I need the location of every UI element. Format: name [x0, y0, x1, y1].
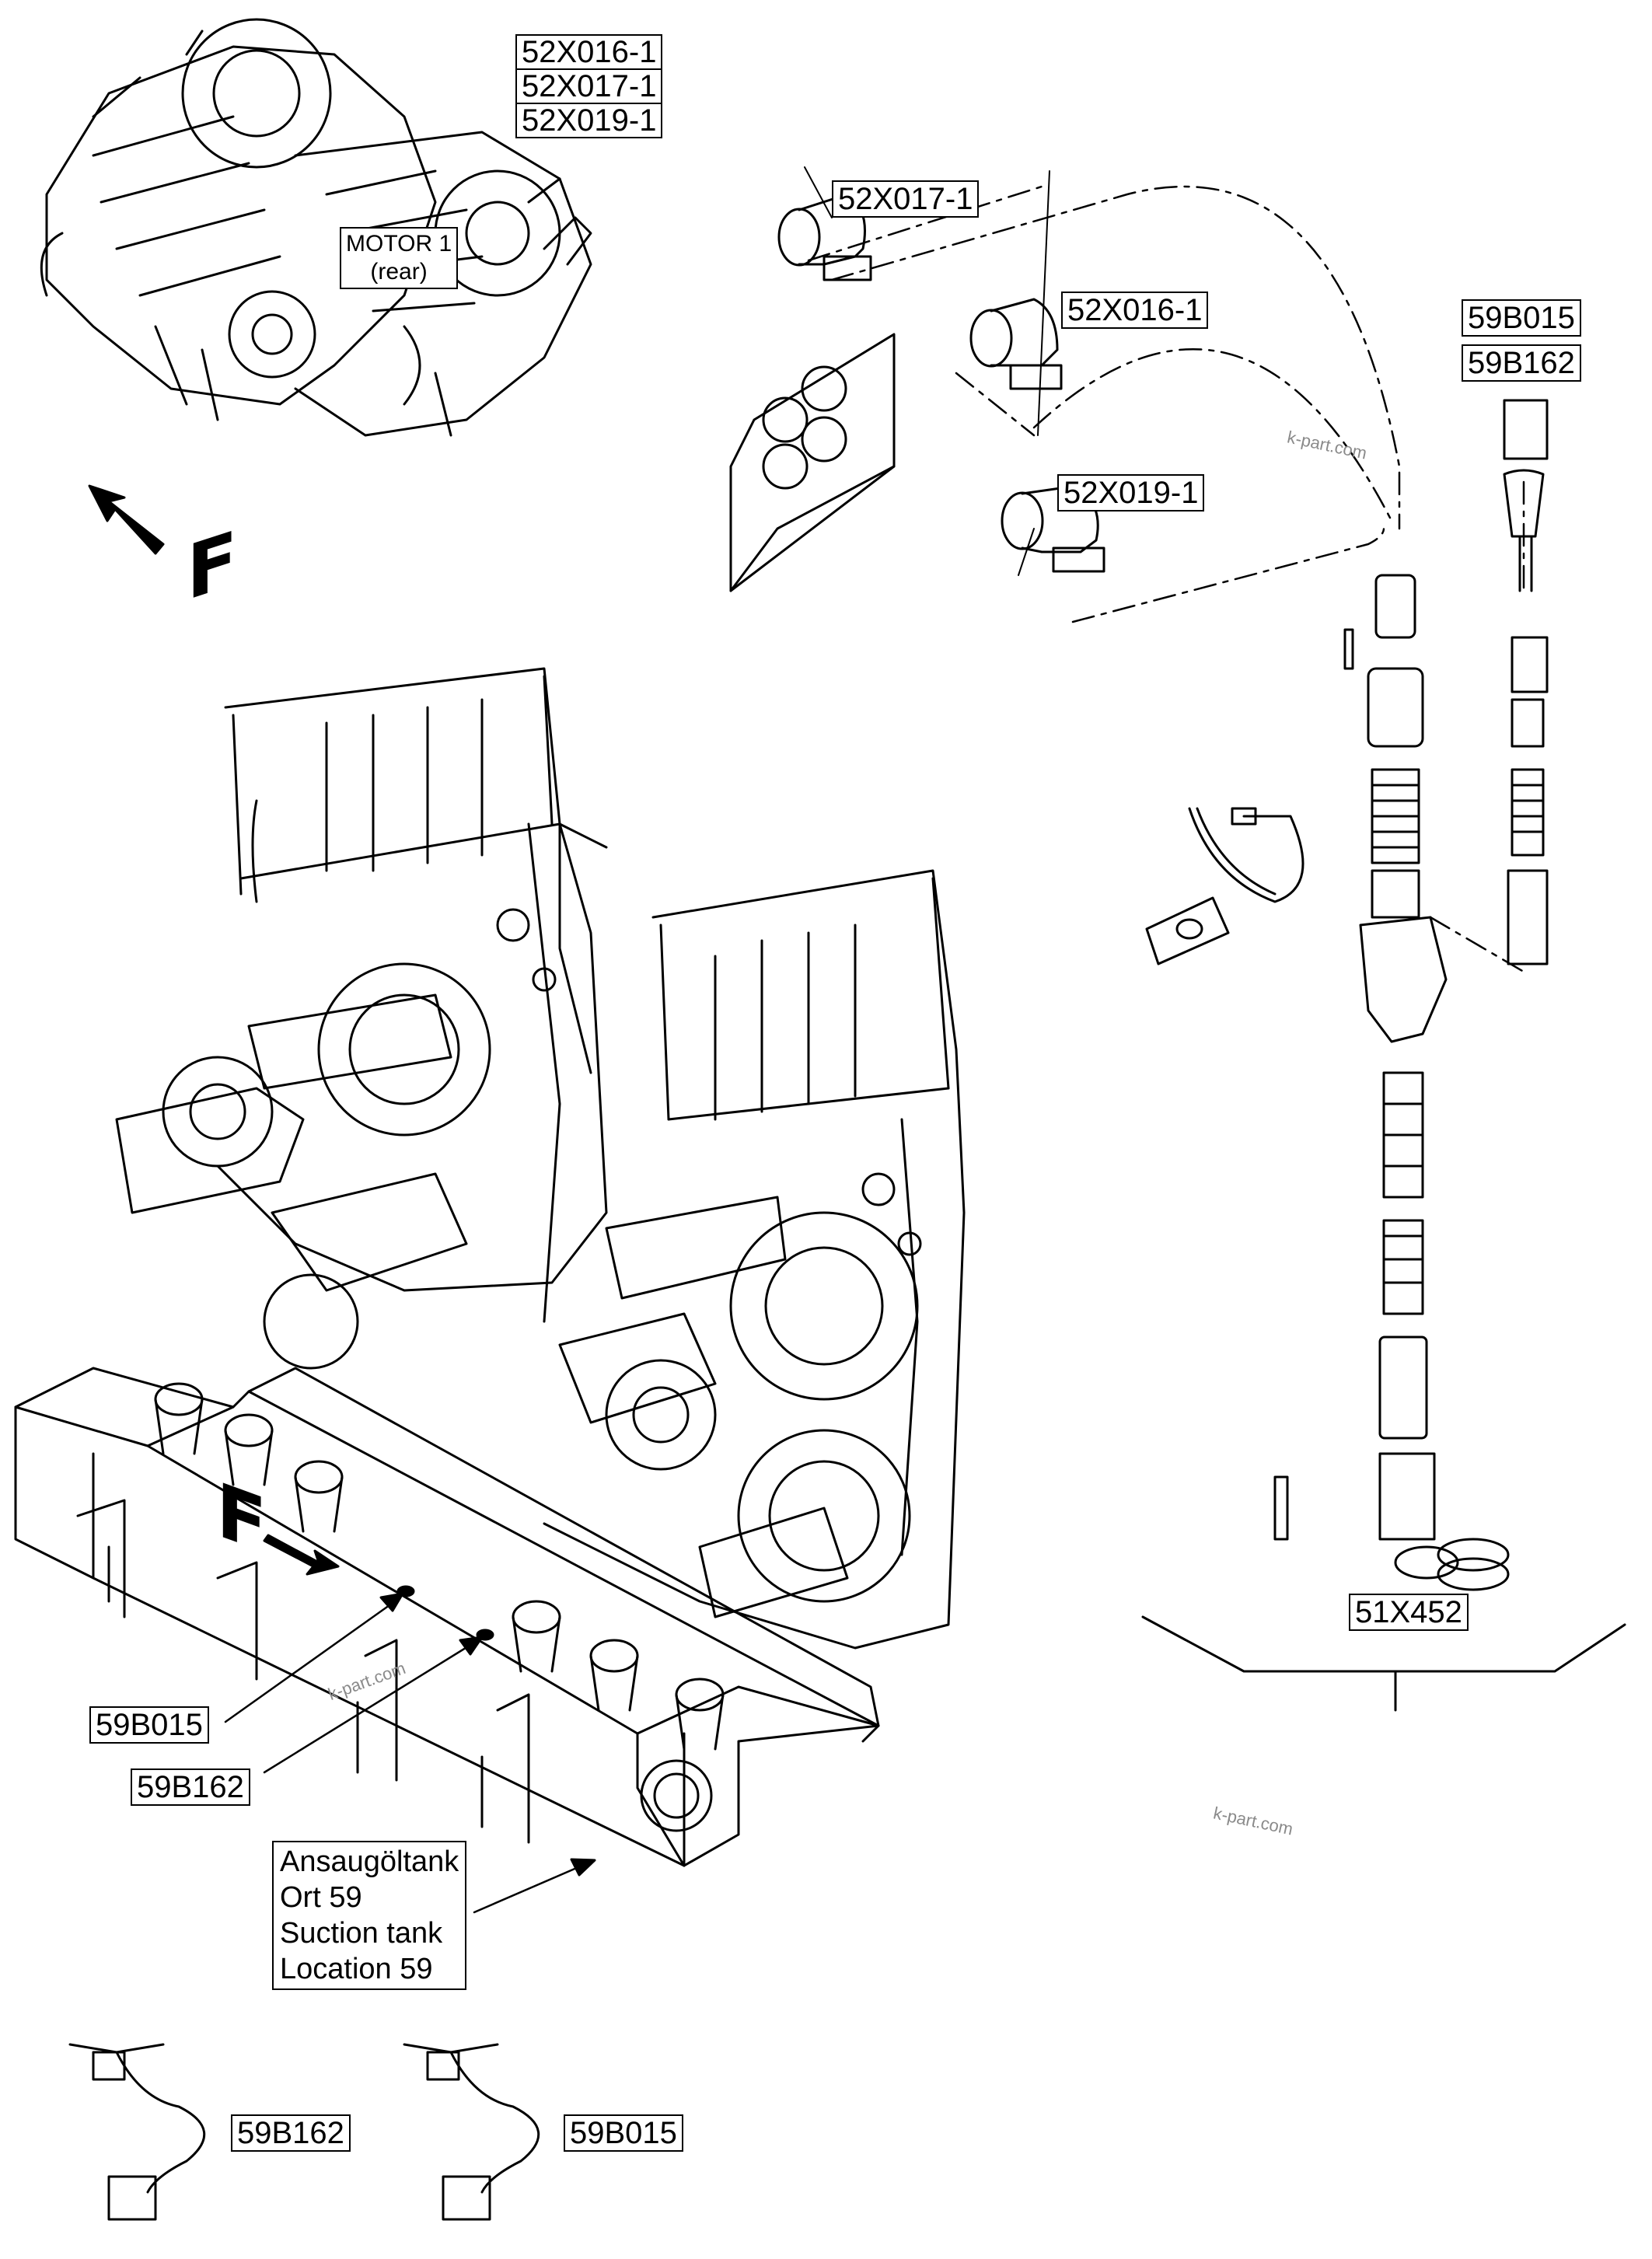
connector-label-019: 52X019-1 — [1057, 474, 1205, 512]
forward-arrow-frame — [263, 1534, 340, 1576]
sensor-cable-right — [403, 2043, 540, 2221]
forward-arrow-top — [88, 484, 165, 555]
tank-note-de-location: Ort 59 — [280, 1881, 362, 1914]
transmission-left — [115, 667, 608, 1370]
engine-illustration — [40, 18, 592, 437]
engine-callout-1: 52X016-1 — [517, 36, 662, 70]
assembly-label: 51X452 — [1349, 1594, 1469, 1631]
frame-pointers — [224, 1596, 592, 1914]
forward-letter-top: F — [187, 514, 238, 618]
suction-tank-note: Ansaugöltank Ort 59 Suction tank Locatio… — [272, 1841, 467, 1990]
elbow-connector-016 — [969, 298, 1063, 390]
motor-label-line2: (rear) — [370, 259, 428, 285]
connector-label-017: 52X017-1 — [832, 180, 980, 218]
transmission-right — [543, 869, 966, 1650]
engine-callout-2: 52X017-1 — [517, 70, 662, 104]
connector-label-016: 52X016-1 — [1061, 292, 1209, 329]
sensor-cable-label-left: 59B162 — [231, 2114, 351, 2152]
sensor-connector-stack — [1503, 399, 1549, 965]
hose-clamp — [1188, 807, 1304, 903]
tank-note-en-name: Suction tank — [280, 1917, 443, 1950]
forward-letter-frame: F — [216, 1465, 267, 1571]
engine-callout-3: 52X019-1 — [522, 103, 657, 138]
gasket-plate — [1145, 896, 1230, 965]
sensor-callout-top: 59B015 — [1462, 299, 1581, 337]
bulkhead-plate — [729, 333, 896, 592]
motor-label-line1: MOTOR 1 — [346, 231, 452, 257]
suction-tank-frame — [14, 1367, 880, 1867]
connector-stack-51x452 — [1273, 574, 1510, 1591]
tank-note-de-name: Ansaugöltank — [280, 1845, 459, 1878]
sensor-callout-bottom: 59B162 — [1462, 344, 1581, 382]
frame-callout-59b162: 59B162 — [131, 1768, 250, 1806]
frame-callout-59b015: 59B015 — [89, 1706, 209, 1744]
motor-label: MOTOR 1 (rear) — [340, 227, 459, 289]
engine-callout-box: 52X016-1 52X017-1 52X019-1 — [515, 34, 663, 138]
sensor-cable-label-right: 59B015 — [564, 2114, 683, 2152]
tank-note-en-location: Location 59 — [280, 1953, 433, 1985]
bracket-line — [1141, 1615, 1626, 1712]
sensor-cable-left — [68, 2043, 206, 2221]
